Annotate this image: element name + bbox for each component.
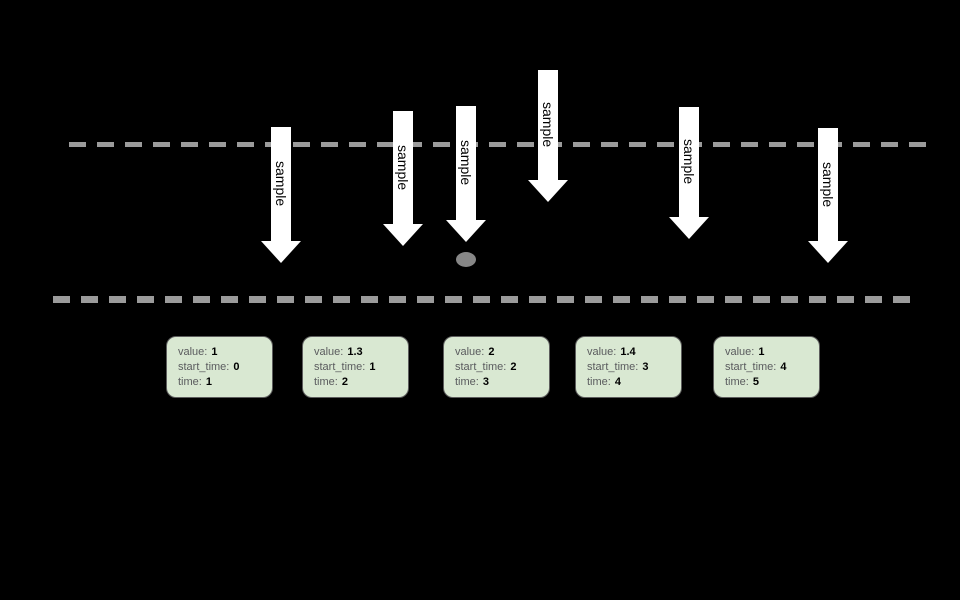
- sample-arrow-label: sample: [273, 161, 289, 207]
- time-number: 1: [205, 376, 212, 388]
- arrowhead-down-icon: [261, 241, 301, 263]
- time-number: 4: [614, 376, 621, 388]
- card-row: start_time: 4: [725, 360, 813, 375]
- card-row: time: 3: [455, 375, 543, 390]
- start-time-label: start_time:: [725, 361, 777, 373]
- arrowhead-down-icon: [383, 224, 423, 246]
- time-label: time:: [455, 376, 479, 388]
- sample-arrow-label: sample: [820, 161, 836, 208]
- sample-arrow-label: sample: [681, 139, 697, 185]
- time-label: time:: [178, 376, 202, 388]
- card-row: time: 5: [725, 375, 813, 390]
- time-label: time:: [725, 376, 749, 388]
- arrow-shaft: sample: [271, 127, 291, 241]
- sample-arrow-label: sample: [458, 140, 474, 186]
- arrowhead-down-icon: [669, 217, 709, 239]
- sample-arrow: sample: [808, 128, 848, 263]
- card-row: start_time: 1: [314, 360, 402, 375]
- arrowhead-down-icon: [528, 180, 568, 202]
- card-row: value: 2: [455, 345, 543, 360]
- card-row: value: 1: [178, 345, 266, 360]
- arrow-shaft: sample: [679, 107, 699, 217]
- card-row: time: 1: [178, 375, 266, 390]
- sample-card: value: 2 start_time: 2 time: 3: [443, 336, 550, 398]
- card-row: start_time: 3: [587, 360, 675, 375]
- value-label: value:: [455, 346, 485, 358]
- sample-arrow: sample: [669, 107, 709, 239]
- sample-arrow-label: sample: [395, 144, 411, 191]
- sample-arrow: sample: [528, 70, 568, 202]
- sample-arrow: sample: [261, 127, 301, 263]
- sample-card: value: 1.4 start_time: 3 time: 4: [575, 336, 682, 398]
- time-number: 3: [482, 376, 489, 388]
- sample-card: value: 1 start_time: 4 time: 5: [713, 336, 820, 398]
- sample-card: value: 1.3 start_time: 1 time: 2: [302, 336, 409, 398]
- arrow-shaft: sample: [456, 106, 476, 220]
- value-number: 1: [211, 346, 218, 358]
- value-label: value:: [314, 346, 344, 358]
- value-number: 1: [758, 346, 765, 358]
- start-time-label: start_time:: [178, 361, 230, 373]
- sample-arrow-label: sample: [540, 102, 556, 148]
- sample-arrow: sample: [446, 106, 486, 242]
- upper-dashed-line: [69, 142, 927, 147]
- value-label: value:: [725, 346, 755, 358]
- arrowhead-down-icon: [446, 220, 486, 242]
- card-row: value: 1: [725, 345, 813, 360]
- start-time-number: 0: [233, 361, 240, 373]
- card-row: start_time: 2: [455, 360, 543, 375]
- arrow-shaft: sample: [393, 111, 413, 224]
- start-time-number: 3: [642, 361, 649, 373]
- start-time-label: start_time:: [455, 361, 507, 373]
- card-row: value: 1.4: [587, 345, 675, 360]
- sample-arrow: sample: [383, 111, 423, 246]
- sample-point-dot: [456, 252, 476, 267]
- lower-dashed-line: [53, 296, 911, 303]
- arrow-shaft: sample: [538, 70, 558, 180]
- value-label: value:: [587, 346, 617, 358]
- time-number: 2: [341, 376, 348, 388]
- card-row: time: 4: [587, 375, 675, 390]
- value-number: 1.4: [620, 346, 636, 358]
- time-number: 5: [752, 376, 759, 388]
- arrow-shaft: sample: [818, 128, 838, 241]
- card-row: time: 2: [314, 375, 402, 390]
- start-time-number: 1: [369, 361, 376, 373]
- start-time-label: start_time:: [314, 361, 366, 373]
- value-number: 1.3: [347, 346, 363, 358]
- arrowhead-down-icon: [808, 241, 848, 263]
- value-number: 2: [488, 346, 495, 358]
- card-row: start_time: 0: [178, 360, 266, 375]
- start-time-number: 2: [510, 361, 517, 373]
- sample-card: value: 1 start_time: 0 time: 1: [166, 336, 273, 398]
- start-time-number: 4: [780, 361, 787, 373]
- time-label: time:: [314, 376, 338, 388]
- start-time-label: start_time:: [587, 361, 639, 373]
- value-label: value:: [178, 346, 208, 358]
- card-row: value: 1.3: [314, 345, 402, 360]
- time-label: time:: [587, 376, 611, 388]
